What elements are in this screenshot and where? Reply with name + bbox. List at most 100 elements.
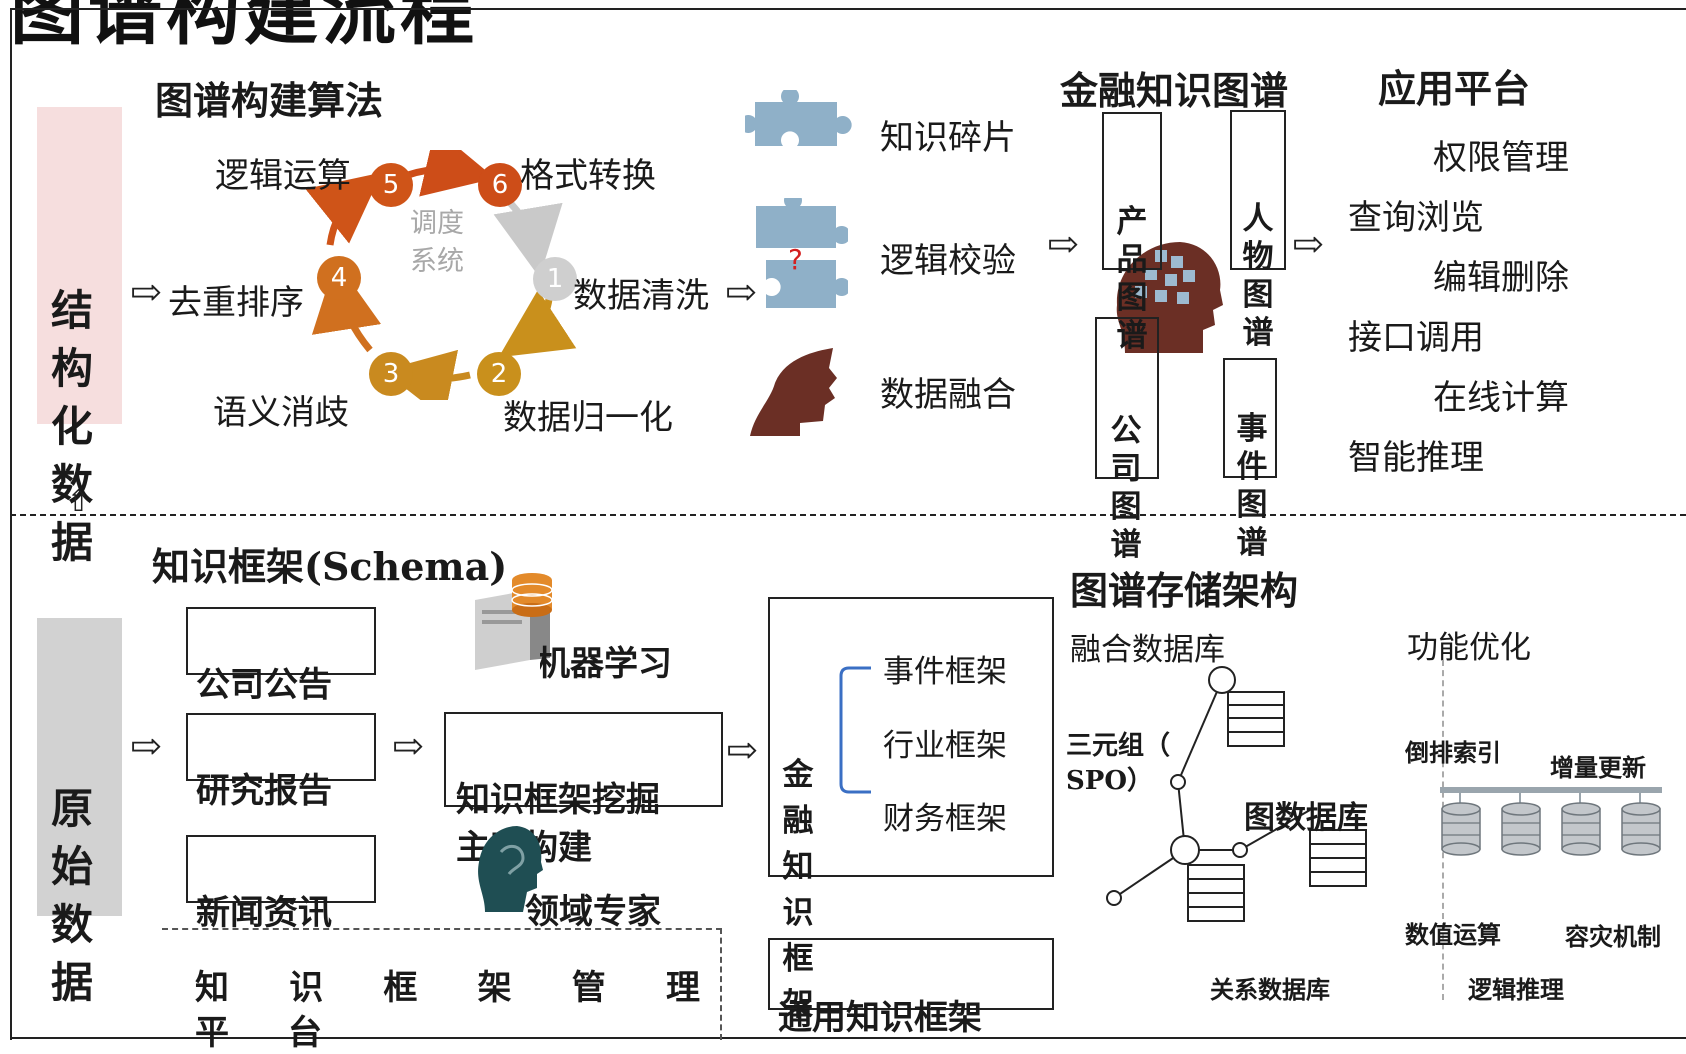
general-schema-label: 通用知识框架 [778, 998, 982, 1038]
step-node-3: 3 [369, 352, 413, 396]
step-label-2: 数据归一化 [503, 398, 673, 438]
general-schema-box [768, 938, 1054, 1010]
structured-data-label: 结构化数据 [37, 282, 107, 572]
person-graph-text: 人物图谱 [1242, 201, 1274, 351]
raw-band [37, 618, 122, 916]
app-item-permission: 权限管理 [1433, 138, 1569, 178]
side-up-arrow: ⇧ [66, 484, 92, 519]
sources-out-arrow: ⇨ [392, 724, 424, 768]
frames-bracket [839, 666, 871, 794]
step-node-6: 6 [478, 163, 522, 207]
schema-mining-box [444, 712, 723, 807]
schema-mgmt-row: 知 识 框 架 管 理 [195, 960, 700, 1009]
graph-db-diagram [1106, 666, 1367, 922]
fusion-db-label: 融合数据库 [1070, 632, 1225, 668]
in-arrow-bottom: ⇨ [130, 724, 162, 768]
inverted-index-label: 倒排索引 [1405, 738, 1501, 767]
scheduler-line-2: 系统 [410, 246, 464, 277]
step-label-6: 格式转换 [520, 156, 656, 196]
domain-expert-label: 领域专家 [525, 892, 661, 932]
puzzle-piece-icon-2 [756, 198, 848, 308]
arrow-2-3 [382, 349, 471, 400]
structured-data-text: 结构化数据 [50, 286, 93, 567]
algo-out-arrow: ⇨ [725, 270, 757, 314]
event-graph-box [1223, 358, 1277, 478]
frame-finance: 财务框架 [883, 801, 1007, 837]
triple-label: 三元组（ [1066, 731, 1171, 761]
question-mark-icon: ? [788, 243, 803, 276]
app-item-api: 接口调用 [1348, 318, 1484, 358]
product-graph-box [1102, 112, 1162, 270]
frame-event: 事件框架 [883, 654, 1007, 690]
step-node-2: 2 [477, 352, 521, 396]
relational-db-label: 关系数据库 [1210, 975, 1330, 1004]
puzzle-out-arrow: ⇨ [1047, 222, 1079, 266]
scheduler-center: 调度 系统 [410, 205, 464, 281]
in-arrow-top: ⇨ [130, 270, 162, 314]
schema-mining-label: 知识框架挖掘 [456, 780, 660, 820]
source-box-news [186, 835, 376, 903]
source-announcement: 公司公告 [196, 665, 332, 705]
storage-heading: 图谱存储架构 [1070, 568, 1299, 613]
source-news: 新闻资讯 [196, 893, 332, 933]
app-item-reasoning: 智能推理 [1348, 438, 1484, 478]
step-num-5: 5 [382, 170, 400, 200]
mgmt-char-ping: 平 [195, 1013, 229, 1053]
database-cluster-icon [1440, 787, 1662, 856]
company-graph-text: 公司图谱 [1110, 413, 1142, 563]
step-node-4: 4 [317, 256, 361, 300]
step-label-3: 语义消歧 [213, 393, 349, 433]
kg-heading: 金融知识图谱 [1060, 68, 1289, 113]
source-box-announcement [186, 607, 376, 675]
app-item-edit: 编辑删除 [1433, 258, 1569, 298]
frame-industry: 行业框架 [883, 728, 1007, 764]
spo-label: SPO） [1066, 766, 1153, 796]
mgmt-char: 框 [383, 968, 418, 1008]
section-divider [10, 514, 1686, 516]
bottom-border [10, 1037, 1686, 1039]
scheduler-line-1: 调度 [410, 208, 464, 239]
step-num-1: 1 [546, 264, 564, 294]
app-item-compute: 在线计算 [1433, 378, 1569, 418]
financial-schema-title: 金融知识框架 [778, 752, 818, 1028]
person-graph-label: 人物图谱 [1238, 200, 1278, 352]
apps-heading: 应用平台 [1378, 66, 1531, 111]
graph-db-label: 图数据库 [1244, 800, 1368, 836]
raw-data-label: 原始数据 [37, 780, 107, 1012]
step-node-1: 1 [533, 257, 577, 301]
optimize-heading: 功能优化 [1407, 630, 1531, 666]
step-num-4: 4 [330, 263, 348, 293]
mgmt-char: 管 [571, 968, 606, 1008]
company-graph-label: 公司图谱 [1106, 412, 1146, 564]
machine-learning-label: 机器学习 [540, 644, 672, 684]
server-database-icon [475, 573, 553, 670]
mgmt-char: 识 [289, 968, 324, 1008]
step-num-3: 3 [382, 359, 400, 389]
company-graph-box [1095, 317, 1159, 479]
mgmt-char: 知 [195, 968, 229, 1008]
structured-band [37, 107, 122, 424]
mgmt-char: 架 [477, 968, 512, 1008]
mining-out-arrow: ⇨ [726, 728, 758, 772]
incremental-update-label: 增量更新 [1550, 753, 1646, 782]
product-graph-label: 产品图谱 [1112, 203, 1152, 355]
arrow-5-6 [406, 150, 496, 197]
disaster-recovery-label: 容灾机制 [1565, 922, 1661, 951]
step-label-4: 去重排序 [168, 283, 304, 323]
step-num-6: 6 [491, 170, 509, 200]
schema-mgmt-box [162, 928, 722, 1040]
puzzle-label-2: 逻辑校验 [880, 241, 1016, 281]
mgmt-char: 理 [665, 968, 700, 1008]
algo-heading: 图谱构建算法 [155, 78, 384, 123]
step-label-5: 逻辑运算 [215, 156, 351, 196]
diagram-frame [10, 8, 1686, 1040]
puzzle-piece-icon-1 [745, 90, 852, 146]
head-puzzle-icon [750, 348, 837, 436]
puzzle-label-3: 数据融合 [880, 375, 1016, 415]
source-research: 研究报告 [196, 771, 332, 811]
kg-out-arrow: ⇨ [1292, 222, 1324, 266]
step-label-1: 数据清洗 [573, 276, 709, 316]
event-graph-label: 事件图谱 [1232, 410, 1272, 562]
logic-reasoning-label: 逻辑推理 [1468, 975, 1564, 1004]
mgmt-char-tai: 台 [288, 1013, 322, 1053]
